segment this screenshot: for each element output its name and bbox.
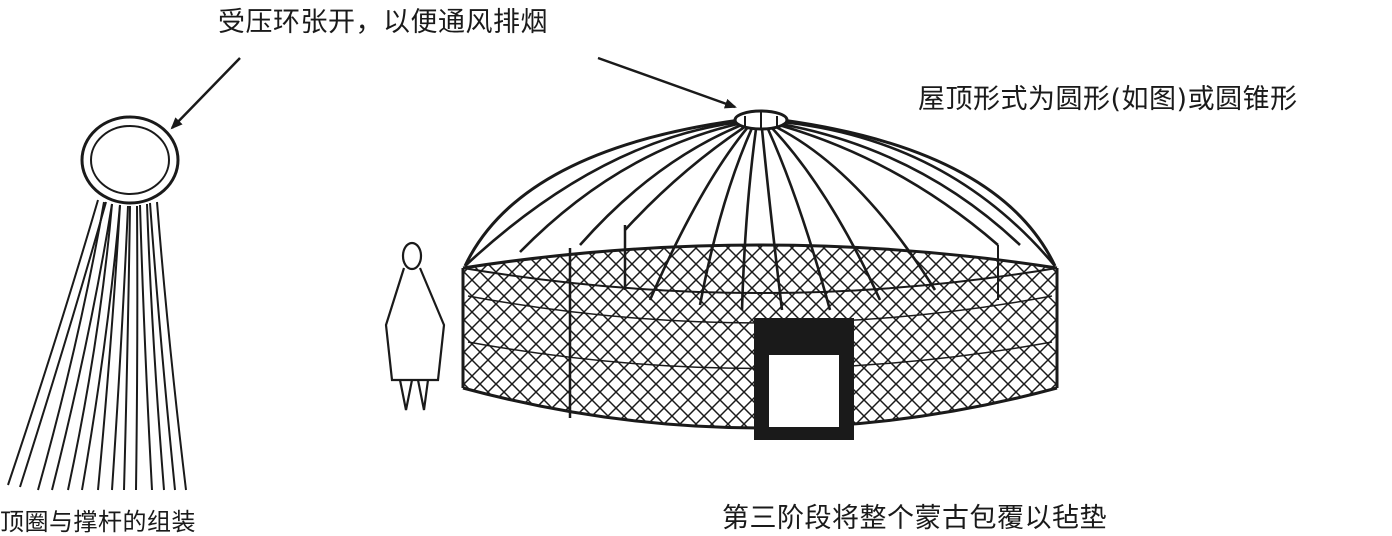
roof-poles (7, 199, 187, 491)
human-figure (384, 241, 446, 411)
yurt (461, 109, 1059, 440)
annotation-roof-form: 屋顶形式为圆形(如图)或圆锥形 (918, 84, 1298, 115)
yurt-roof-poles (464, 120, 1056, 311)
yurt-door (754, 318, 854, 440)
crown-ring-outer (80, 115, 180, 205)
yurt-crown (733, 109, 789, 131)
crown-ring-inner (90, 125, 170, 195)
arrow-to-ring (170, 57, 241, 130)
crown-ring-assembly (7, 115, 187, 491)
annotation-compression-ring: 受压环张开，以便通风排烟 (218, 7, 548, 38)
pointer-arrows (170, 56, 737, 130)
arrow-to-crown (597, 56, 737, 109)
